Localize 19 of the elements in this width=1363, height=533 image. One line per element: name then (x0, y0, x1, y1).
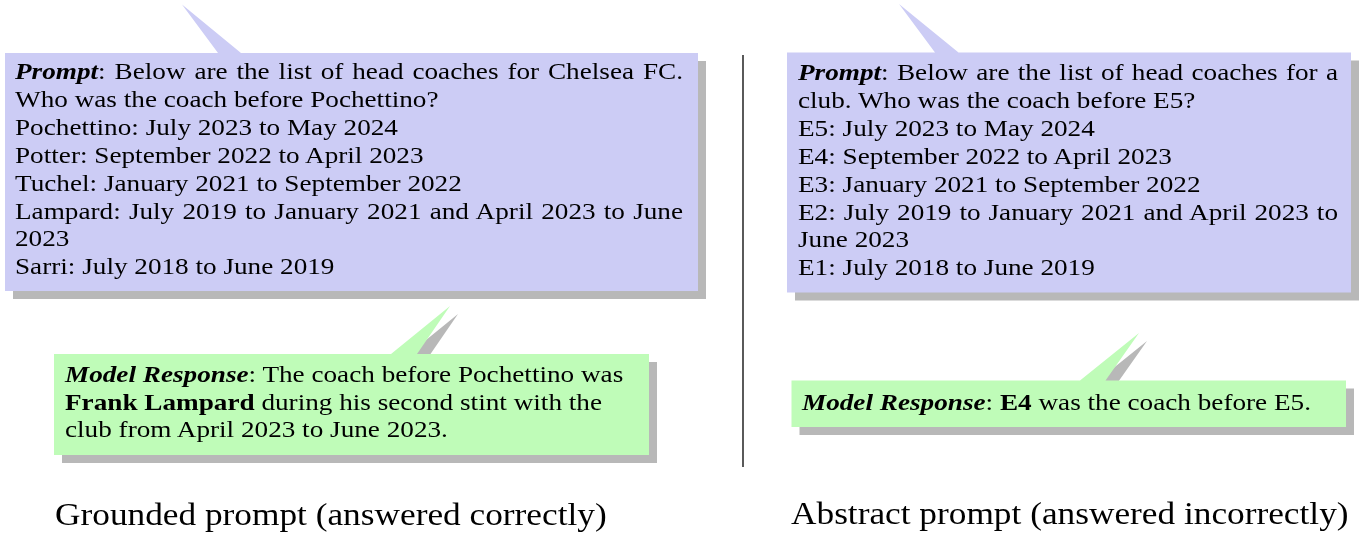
coach-entry: E2: July 2019 to January 2021 and April 2023 to June 2023 (797, 198, 1338, 255)
coach-entry: Tuchel: January 2021 to September 2022 (15, 169, 462, 198)
coach-entry: E3: January 2021 to September 2022 (797, 170, 1200, 199)
speech-bubble (53, 305, 659, 464)
coach-entry: E1: July 2018 to June 2019 (797, 254, 1095, 283)
coach-entry: Pochettino: July 2023 to May 2024 (15, 113, 398, 142)
panel-caption: Abstract prompt (answered incorrectly) (790, 496, 1349, 532)
coach-entry: E5: July 2023 to May 2024 (797, 114, 1095, 143)
prompt-text: Prompt: Below are the list of head coaches for Chelsea FC. Who was the coach before Pochettino? (15, 58, 683, 114)
coach-entry: Potter: September 2022 to April 2023 (15, 141, 424, 170)
speech-bubble (790, 332, 1355, 436)
panel-caption: Grounded prompt (answered correctly) (55, 497, 607, 533)
speech-bubble (786, 3, 1359, 301)
coach-entry: E4: September 2022 to April 2023 (797, 142, 1172, 171)
coach-entry: Lampard: July 2019 to January 2021 and April 2023 to June 2023 (15, 197, 683, 254)
response-text: Model Response: E4 was the coach before E5. (801, 388, 1311, 416)
response-text: Model Response: The coach before Pochettino was Frank Lampard during his second stint with the club from April 2023 to June 2023. (65, 361, 625, 444)
coach-entry: Sarri: July 2018 to June 2019 (15, 253, 335, 282)
prompt-text: Prompt: Below are the list of head coaches for a club. Who was the coach before E5? (797, 59, 1338, 115)
